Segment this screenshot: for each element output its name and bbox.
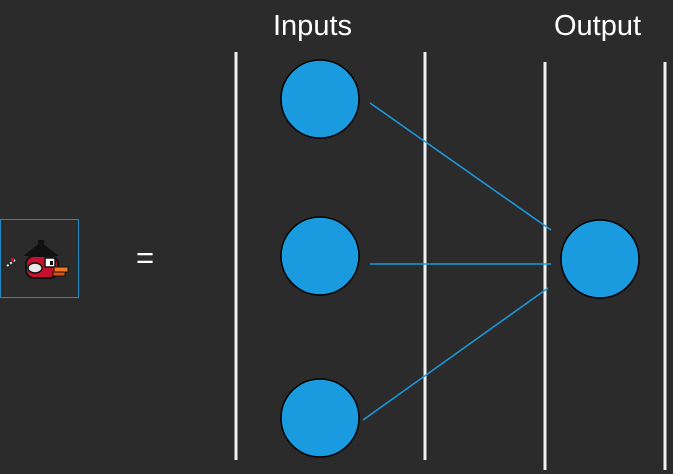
input-node xyxy=(280,216,360,296)
trail-dot xyxy=(11,258,14,261)
hat-tip xyxy=(38,240,44,244)
output-node xyxy=(560,219,640,299)
input-node xyxy=(280,378,360,458)
input-node xyxy=(280,59,360,139)
flappy-bird-icon xyxy=(6,240,69,279)
connection-input-3 xyxy=(362,287,549,421)
bird-wing xyxy=(27,262,43,274)
equals-sign: = xyxy=(136,240,155,275)
bird-beak-bottom xyxy=(52,271,66,277)
output-label: Output xyxy=(554,10,642,42)
bird-frame xyxy=(0,219,79,298)
bird-pupil xyxy=(50,261,53,265)
hat-icon xyxy=(23,242,59,256)
inputs-label: Inputs xyxy=(273,10,352,42)
connection-input-1 xyxy=(369,102,552,231)
